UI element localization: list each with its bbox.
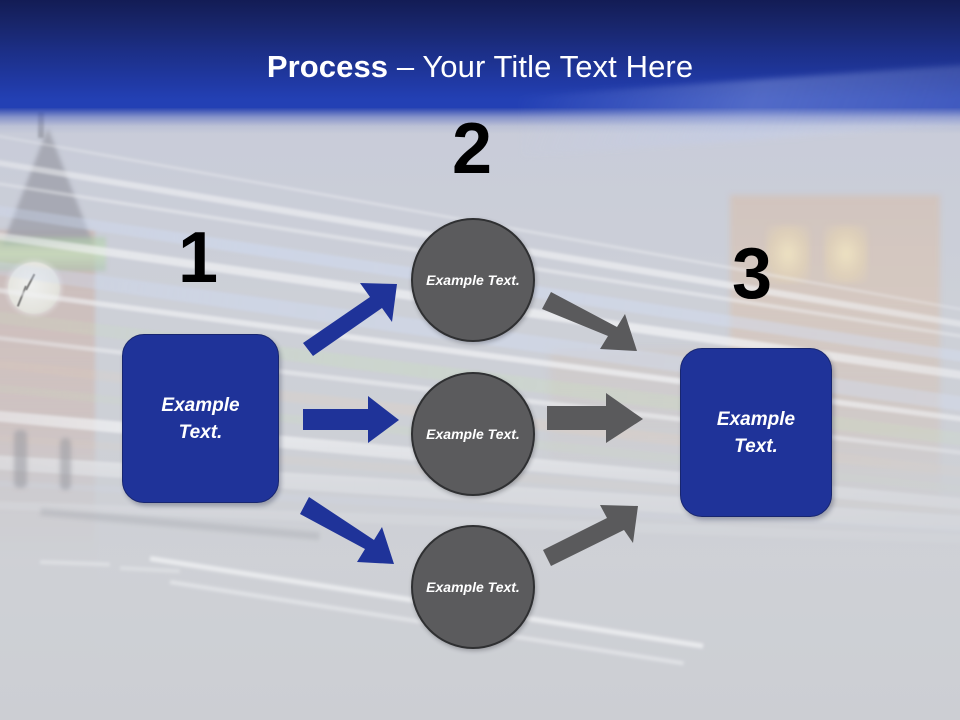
step-3-box[interactable]: Example Text.	[680, 348, 832, 517]
step-1-label-line2: Text.	[178, 421, 223, 443]
page-title-bold: Process	[266, 49, 389, 84]
step-2-circle-bottom-label-line2: Text.	[487, 579, 520, 595]
step-number-2: 2	[451, 109, 493, 189]
gray-arrow-up-right-icon[interactable]	[543, 505, 638, 566]
blue-arrow-up-right-icon[interactable]	[303, 283, 397, 356]
title-bar-fade	[0, 108, 960, 134]
step-1-label-line1: Example	[161, 394, 240, 416]
step-3-label-line2: Text.	[734, 435, 778, 457]
step-1-box[interactable]: Example Text.	[122, 334, 279, 503]
step-number-3: 3	[731, 234, 773, 314]
blue-arrow-down-right-icon[interactable]	[300, 497, 394, 564]
step-2-circle-bottom[interactable]: Example Text.	[411, 525, 535, 649]
blue-arrow-right-icon[interactable]	[303, 396, 399, 443]
step-2-circle-middle-label-line2: Text.	[487, 426, 520, 442]
step-3-label-line1: Example	[716, 408, 796, 430]
step-2-circle-top-label-line1: Example	[426, 272, 484, 288]
step-2-circle-top[interactable]: Example Text.	[411, 218, 535, 342]
step-2-circle-top-label-line2: Text.	[487, 272, 520, 288]
step-2-circle-middle[interactable]: Example Text.	[411, 372, 535, 496]
page-title: Process – Your Title Text Here	[0, 48, 960, 86]
step-2-circle-bottom-label-line1: Example	[426, 579, 484, 595]
title-bar	[0, 0, 960, 108]
step-2-circle-middle-label-line1: Example	[426, 426, 484, 442]
gray-arrow-right-icon[interactable]	[547, 393, 643, 443]
page-title-rest: – Your Title Text Here	[388, 49, 694, 84]
step-number-1: 1	[177, 218, 219, 298]
gray-arrow-down-right-icon[interactable]	[542, 292, 637, 351]
